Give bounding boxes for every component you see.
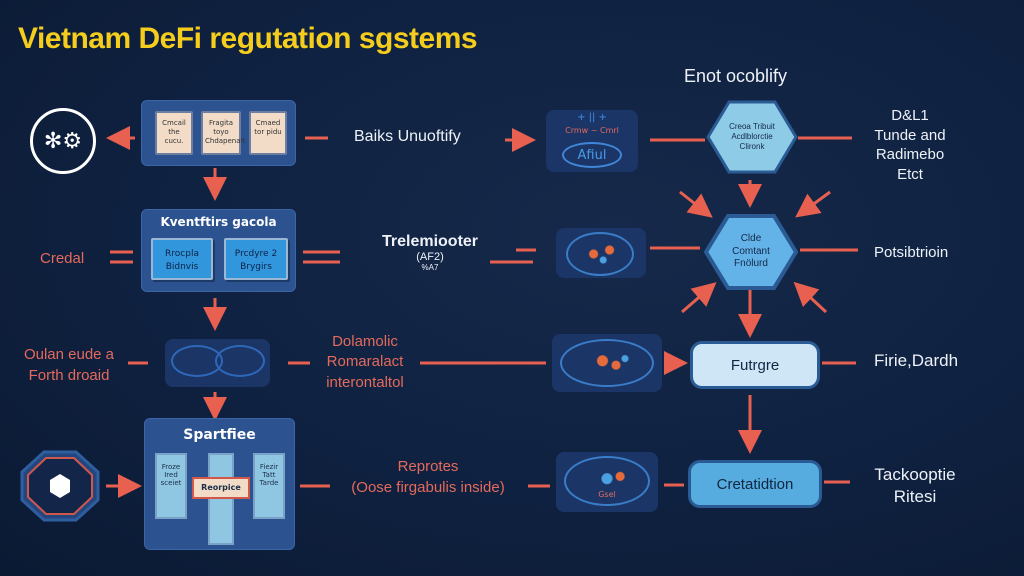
row4-network-icon bbox=[564, 456, 650, 506]
row2-center-label: Trelemiooter (AF2) %A7 bbox=[360, 233, 500, 272]
row4-bubble-caption: Gsel bbox=[598, 490, 616, 499]
row2-center-sub2: %A7 bbox=[421, 263, 439, 272]
row1-right-label-line-1: D&L1 bbox=[891, 107, 929, 124]
row4-bubble: Gsel bbox=[556, 452, 658, 512]
octagon-shape bbox=[20, 450, 100, 522]
row4-card-2: Fiezir Tatt Tarde bbox=[253, 453, 285, 519]
row3-center-label-line-3: interontaltol bbox=[326, 373, 404, 391]
row4-card-1: Froze Ired sceiet bbox=[155, 453, 187, 519]
row3-pill: Futrgre bbox=[690, 341, 820, 389]
arrow-diag-tr bbox=[795, 190, 831, 218]
row4-center-label: Reprotes (Oose firgabulis inside) bbox=[328, 456, 528, 498]
row1-card-3: Cmaed tor pidu bbox=[249, 111, 287, 155]
gears-circle-icon: ✻⚙ bbox=[30, 108, 96, 174]
row3-loop-icon-right bbox=[215, 345, 265, 377]
row2-center-sub: (AF2) bbox=[416, 251, 444, 263]
row1-bubble-oval-text: Afiul bbox=[577, 147, 607, 163]
row1-bubble-middle: Crmw ~ Cmrl bbox=[565, 126, 619, 135]
row4-panel: Spartfiee Froze Ired sceiet Fiezir Tatt … bbox=[144, 418, 295, 550]
row3-center-label-line-1: Dolamolic bbox=[332, 333, 398, 350]
row1-card-2: Fragita toyo Chdapenait bbox=[201, 111, 245, 155]
row1-hexagon-text: Creoa Tribuit Acdlblorctie Clironk bbox=[729, 122, 775, 151]
row4-pill: Cretatidtion bbox=[688, 460, 822, 508]
row4-center-card: Reorpice bbox=[192, 477, 250, 499]
row3-left-label-line-2: Forth droaid bbox=[28, 367, 110, 384]
row2-panel-title: Kventftirs gacola bbox=[160, 215, 277, 229]
row4-right-label-line-1: Tackooptie bbox=[874, 465, 956, 484]
row4-right-label-line-2: Ritesi bbox=[893, 487, 937, 507]
row4-right-label: Tackooptie Ritesi bbox=[860, 464, 970, 508]
row2-right-label: Potsibtrioin bbox=[874, 244, 949, 261]
diagram-title: Vietnam DeFi regutation sgstems bbox=[18, 22, 478, 55]
row1-center-label: Baiks Unuoftify bbox=[354, 128, 461, 145]
row2-center-title: Trelemiooter bbox=[381, 233, 479, 250]
row2-network-icon bbox=[566, 232, 634, 276]
row3-center-label-line-2: Romaralact bbox=[326, 353, 404, 371]
row3-network-icon bbox=[560, 339, 654, 387]
row1-bubble-top: + || + bbox=[577, 112, 607, 123]
row2-card-2: Prcdyre 2 Brygirs bbox=[224, 238, 288, 280]
row4-center-label-line-1: Reprotes bbox=[397, 458, 459, 475]
row1-bubble-oval: Afiul bbox=[562, 142, 622, 168]
row2-hexagon: Clde Comtant Fnölurd bbox=[703, 214, 799, 290]
row1-right-header: Enot ocoblify bbox=[684, 66, 788, 86]
row4-center-label-line-2: (Oose firgabulis inside) bbox=[351, 479, 505, 496]
hexagon-shape bbox=[703, 214, 799, 290]
octagon-emblem-icon bbox=[20, 450, 100, 522]
row1-right-label-line-2: Tunde and bbox=[874, 126, 946, 144]
row1-right-label: D&L1 Tunde and Radimebo Etct bbox=[860, 106, 960, 184]
hexagon-shape bbox=[706, 100, 798, 174]
row1-card-1: Cmcail the cucu. bbox=[155, 111, 193, 155]
row1-panel: Cmcail the cucu. Fragita toyo Chdapenait… bbox=[141, 100, 296, 166]
row3-left-label: Oulan eude a Forth droaid bbox=[14, 344, 124, 386]
row4-panel-title: Spartfiee bbox=[183, 427, 256, 443]
arrow-diag-tl bbox=[679, 190, 713, 218]
arrow-diag-br bbox=[793, 281, 828, 314]
row3-bubble-right bbox=[552, 334, 662, 392]
row2-hexagon-text: Clde Comtant Fnölurd bbox=[732, 233, 770, 270]
row1-hexagon: Creoa Tribuit Acdlblorctie Clironk bbox=[706, 100, 798, 174]
row1-bubble: + || + Crmw ~ Cmrl Afiul bbox=[546, 110, 638, 172]
row2-bubble bbox=[556, 228, 646, 278]
row3-bubble bbox=[165, 339, 270, 387]
row3-center-label: Dolamolic Romaralact interontaltol bbox=[300, 332, 430, 393]
row3-right-label: Firie,Dardh bbox=[874, 351, 959, 370]
row1-right-label-line-3: Radimebo bbox=[875, 146, 945, 163]
row4-center-column bbox=[208, 453, 234, 545]
row2-left-label: Credal bbox=[40, 250, 85, 267]
row2-card-1: Rrocpla Bidnvis bbox=[151, 238, 213, 280]
row2-panel: Kventftirs gacola Rrocpla Bidnvis Prcdyr… bbox=[141, 209, 296, 292]
row1-right-label-line-4: Etct bbox=[897, 165, 923, 183]
row3-left-label-line-1: Oulan eude a bbox=[23, 346, 115, 363]
